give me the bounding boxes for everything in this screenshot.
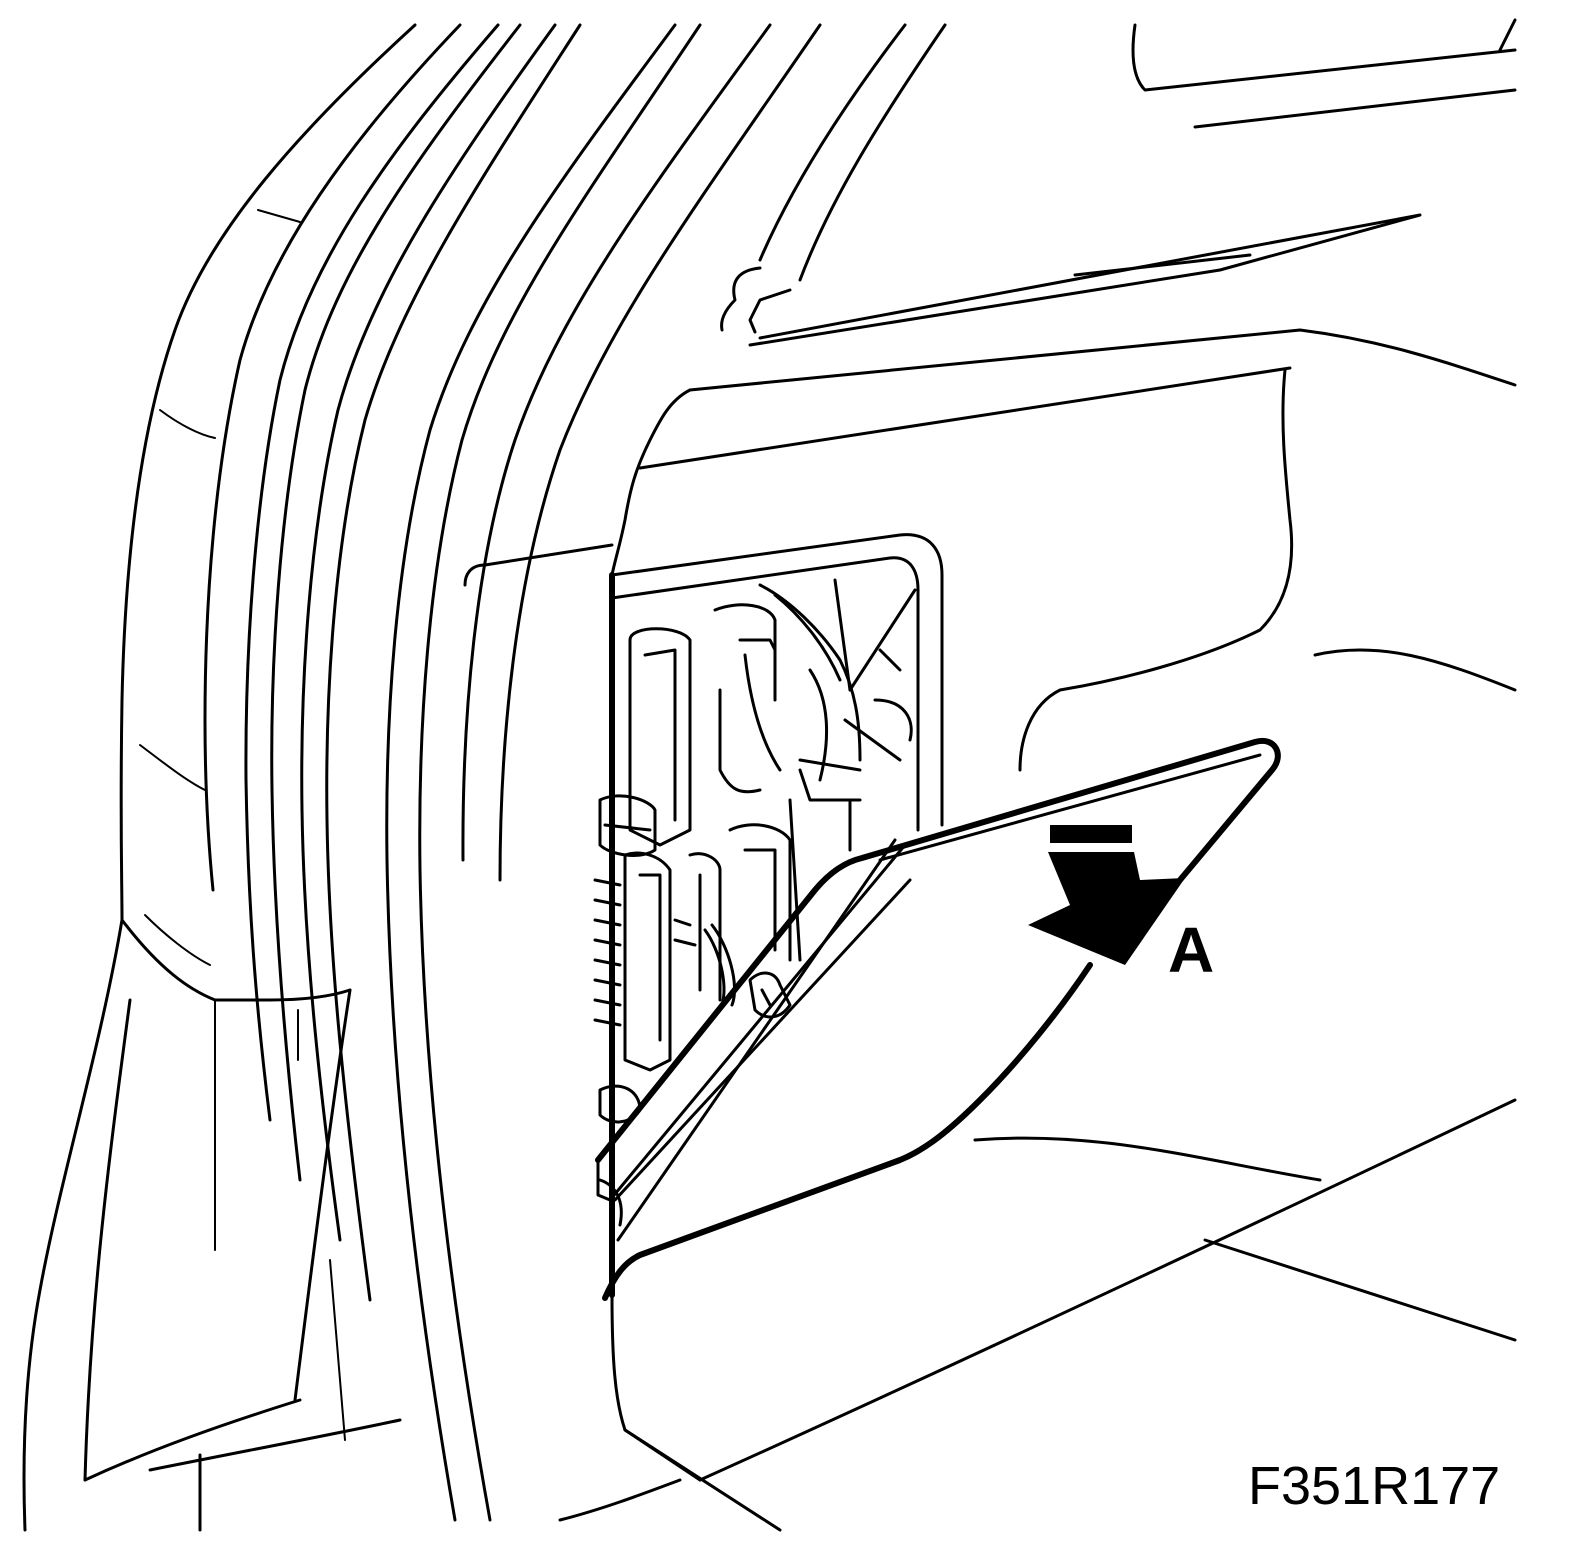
lower-right-floor — [558, 1098, 1517, 1532]
arrow-down-icon — [1028, 825, 1185, 965]
figure-code: F351R177 — [1248, 1456, 1501, 1516]
pillar-trim — [119, 23, 947, 1522]
fuse-box-cover — [595, 737, 1281, 1301]
fuse-components — [593, 578, 917, 1227]
callout-label-a: A — [1168, 914, 1215, 986]
upper-right-panel — [610, 18, 1517, 772]
fuse-box-frame — [463, 533, 944, 1298]
pillar-ticks — [139, 209, 346, 1441]
lower-left-panel — [22, 918, 402, 1532]
